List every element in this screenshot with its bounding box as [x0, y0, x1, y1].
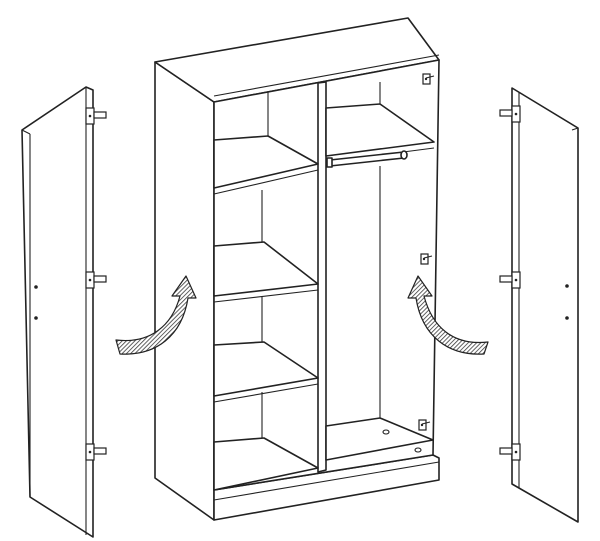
left-door-panel: [21, 86, 94, 538]
dowel-hole: [382, 429, 390, 435]
left-door-hinge-middle: [85, 271, 107, 289]
center-divider-panel: [317, 81, 327, 473]
cabinet-hinge-bottom: [418, 419, 431, 431]
shelf-left-1: [213, 135, 319, 189]
right-door-panel: [511, 87, 579, 523]
right-door-handle-hole: [565, 284, 569, 288]
left-door-hinge-bottom: [85, 443, 107, 461]
shelf-left-bottom: [213, 437, 319, 491]
right-door-handle-hole: [565, 316, 569, 320]
shelf-right-top: [325, 103, 435, 157]
right-door-hinge-middle: [499, 271, 521, 289]
right-door-hinge-top: [499, 105, 521, 123]
cabinet-hinge-middle: [420, 253, 433, 265]
right-door-hinge-bottom: [499, 443, 521, 461]
dowel-hole: [414, 447, 422, 453]
left-door: [21, 86, 107, 538]
hanging-rail: [326, 150, 408, 168]
cabinet-hinge-top: [422, 73, 435, 85]
shelf-left-2: [213, 241, 319, 297]
curved-arrow-icon: [407, 275, 489, 355]
shelf-right-bottom: [325, 417, 434, 461]
left-door-handle-hole: [34, 285, 38, 289]
wardrobe-cabinet: [154, 17, 440, 521]
right-door: [499, 87, 579, 523]
shelf-left-3: [213, 341, 319, 397]
left-door-handle-hole: [34, 316, 38, 320]
curved-arrow-icon: [115, 275, 197, 355]
left-door-hinge-top: [85, 107, 107, 125]
